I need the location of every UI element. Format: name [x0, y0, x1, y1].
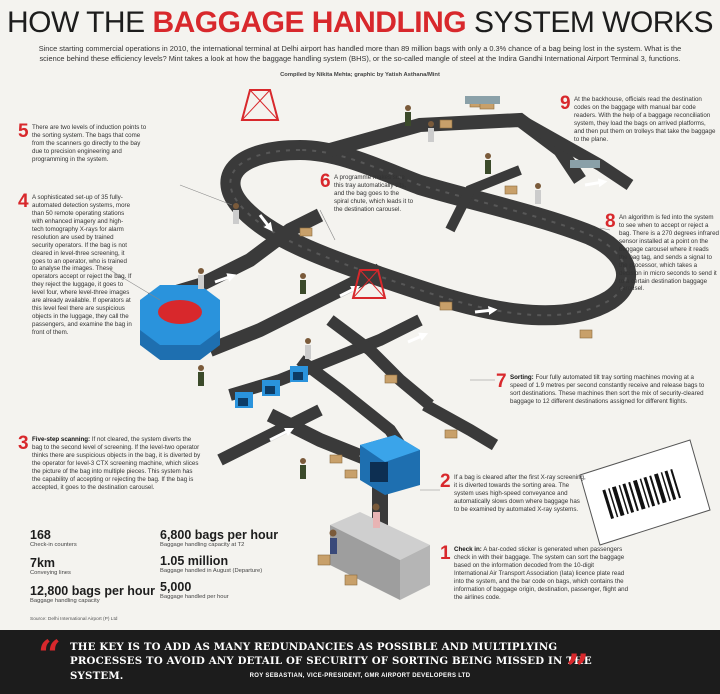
step-7: 7 Sorting: Four fully automated tilt tra… — [496, 371, 705, 405]
step-1: 1 Check in: A bar-coded sticker is gener… — [440, 543, 629, 601]
step-4: 4 A sophisticated set-up of 35 fully-aut… — [18, 191, 132, 336]
baggage-system-illustration — [109, 89, 711, 600]
step-8: 8 An algorithm is fed into the system to… — [605, 211, 719, 293]
leader-lines — [109, 184, 611, 491]
infrared-sensor-towers — [240, 89, 387, 299]
credit-line: Compiled by Nikita Mehta; graphic by Yat… — [280, 72, 440, 78]
barcode-tag-icon — [579, 439, 711, 546]
operators — [198, 105, 541, 554]
small-xray-scanners — [235, 366, 308, 408]
step-9: 9 At the backhouse, officials read the d… — [560, 93, 716, 143]
baggage-items — [299, 97, 593, 586]
baggage-trolleys — [465, 96, 600, 168]
main-xray-scanner — [360, 435, 420, 495]
octagon-screening-unit — [140, 285, 220, 360]
step-6: 6 A programme makes sure this tray autom… — [320, 171, 414, 213]
step-3: 3 Five-step scanning: If not cleared, th… — [18, 433, 201, 491]
close-quote-mark: ” — [566, 646, 590, 693]
step-2: 2 If a bag is cleared after the first X-… — [440, 471, 586, 513]
source-note: Source: Delhi International Airport (P) … — [30, 617, 118, 622]
check-in-counter — [330, 512, 430, 600]
open-quote-mark: “ — [38, 632, 62, 679]
quote-banner: “ THE KEY IS TO ADD AS MANY REDUNDANCIES… — [0, 630, 720, 694]
step-5: 5 There are two levels of induction poin… — [18, 121, 147, 163]
intro-text: Since starting commercial operations in … — [38, 44, 682, 63]
quote-text: THE KEY IS TO ADD AS MANY REDUNDANCIES A… — [70, 641, 592, 682]
page-title: HOW THE BAGGAGE HANDLING SYSTEM WORKS — [7, 6, 713, 39]
quote-attribution: ROY SEBASTIAN, VICE-PRESIDENT, GMR AIRPO… — [249, 673, 471, 679]
sorter-loop-conveyor — [220, 139, 637, 326]
